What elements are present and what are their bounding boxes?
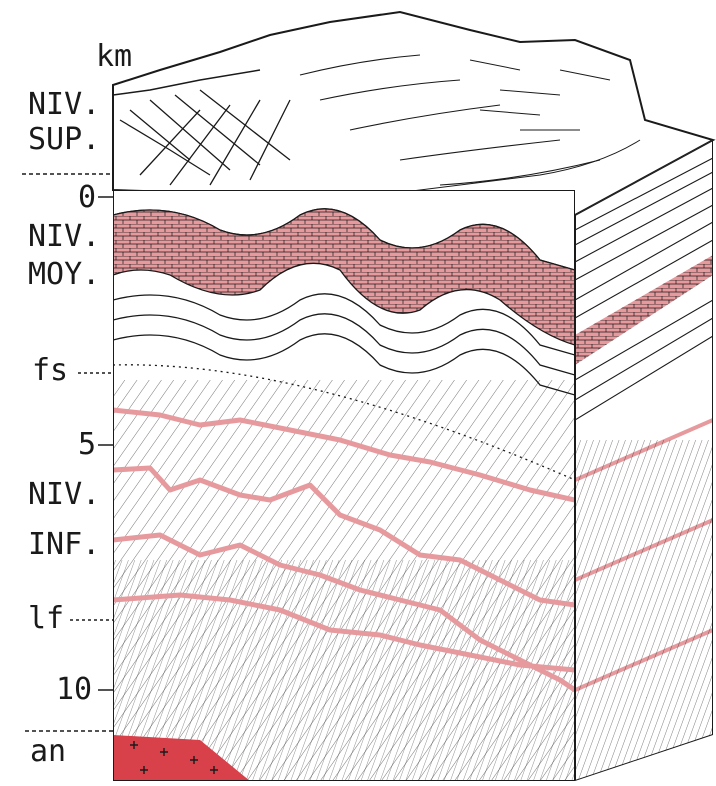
side-face [575,140,715,781]
depth-tick-0: 0 [78,183,96,213]
niv-sup-label-2: SUP. [28,125,100,155]
unit-label-km: km [96,42,132,72]
depth-tick-5: 5 [78,430,96,460]
niv-moy-label-2: MOY. [28,260,100,290]
niv-inf-label-1: NIV. [28,480,100,510]
depth-tick-10: 10 [56,675,92,705]
front-face [113,190,575,781]
an-label: an [30,737,66,767]
fs-label: fs [32,356,68,386]
lf-label: lf [28,604,64,634]
niv-sup-label-1: NIV. [28,90,100,120]
niv-moy-label-1: NIV. [28,222,100,252]
niv-inf-label-2: INF. [28,530,100,560]
